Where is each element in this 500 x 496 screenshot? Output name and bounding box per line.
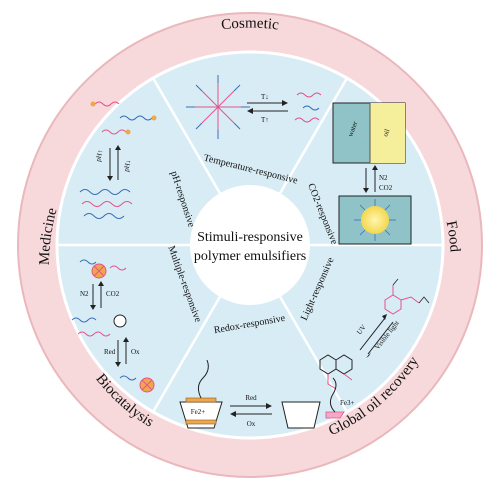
chain-top-1 [79,259,97,265]
arrowhead-ph-down [115,145,121,150]
label-n2: N2 [379,174,388,182]
arrowhead-back [247,108,253,114]
ph-chain-3-end [125,129,131,135]
arrowhead-n2 [363,188,369,193]
arrowhead-uv [382,314,387,320]
ph-chain-3 [101,129,127,135]
label-red: Red [245,394,257,402]
emulsion-droplet [361,206,389,234]
free-ferrocene [325,411,345,419]
empty-droplet [113,314,127,328]
arrowhead-co2-b [98,281,104,286]
ph-chain-1-end [90,101,96,107]
free-chain-3 [294,117,320,123]
free-chain-1 [296,92,322,98]
guest-chain-right [329,377,337,413]
molecule-closed [319,354,353,375]
chain-mid-2 [77,331,111,337]
label-ph-down: pH↓ [122,159,132,172]
ph-chain-2 [119,115,153,121]
ph-coil-2 [81,201,133,207]
app-label-cosmetic: Cosmetic [220,16,280,34]
arrowhead-n2-b [90,305,96,310]
label-co2-b: CO2 [106,290,120,298]
droplet-rays [354,199,396,241]
center-circle [190,185,310,305]
multiple-illustration: N2 CO2 Red Ox [71,259,155,393]
free-chain-2 [302,105,320,111]
arrowhead-red [266,403,272,409]
label-fe2: Fe2+ [191,408,206,416]
label-fe3: Fe3+ [340,399,355,407]
center-title-line1: Stimuli-responsive [197,230,303,245]
chain-mid-1 [71,317,97,323]
arrow-visible [367,321,394,355]
arrow-uv [359,317,386,351]
arrowhead-co2 [372,165,378,170]
arrowhead-ox [230,411,236,417]
ph-illustration: pH↑ pH↓ [79,101,157,219]
arrowhead-forward [282,100,288,106]
molecule-chain-open [392,278,430,304]
molecule-open [384,285,420,315]
arrowhead-visible [366,352,371,358]
micelle-star [195,83,241,130]
arrowhead-ox-b [123,337,129,342]
label-ph-up: pH↑ [94,149,104,162]
temperature-illustration: T↓ T↑ [186,75,322,139]
label-red-b: Red [104,348,116,356]
molecule-closed-pink [327,373,353,390]
label-t-down: T↓ [261,93,269,101]
ph-coil-3 [83,213,125,219]
co2-illustration: water oil N2 CO2 [332,102,412,245]
label-oil: oil [381,128,391,138]
arrowhead-red-b [115,362,121,367]
label-t-up: T↑ [261,116,269,124]
label-n2-b: N2 [80,290,89,298]
ph-chain-1 [94,101,120,107]
guest-chain-left [197,359,209,399]
enzyme-cross-top [93,265,105,277]
chain-bottom [119,375,137,381]
redox-illustration: Fe2+ Red Ox Fe3+ [179,359,355,429]
ferrocene-plate-top [185,397,217,403]
micelle-rays-blue [186,75,250,139]
app-label-food: Food [443,219,463,253]
ph-coil-1 [79,189,131,195]
cyclodextrin-right [281,401,321,429]
center-title-line2: polymer emulsifiers [194,249,306,264]
label-co2: CO2 [379,184,393,192]
label-ox-b: Ox [131,348,140,356]
arrowhead-ph-up [107,176,113,181]
chain-top-2 [109,265,127,271]
svg-text:Food: Food [443,219,463,253]
oil-phase-panel [370,103,405,163]
svg-text:Cosmetic: Cosmetic [220,16,280,34]
enzyme-cross-bottom [141,379,153,391]
label-ox: Ox [247,420,256,428]
ph-chain-2-end [151,115,157,121]
ferrocene-plate-bottom [185,419,217,425]
